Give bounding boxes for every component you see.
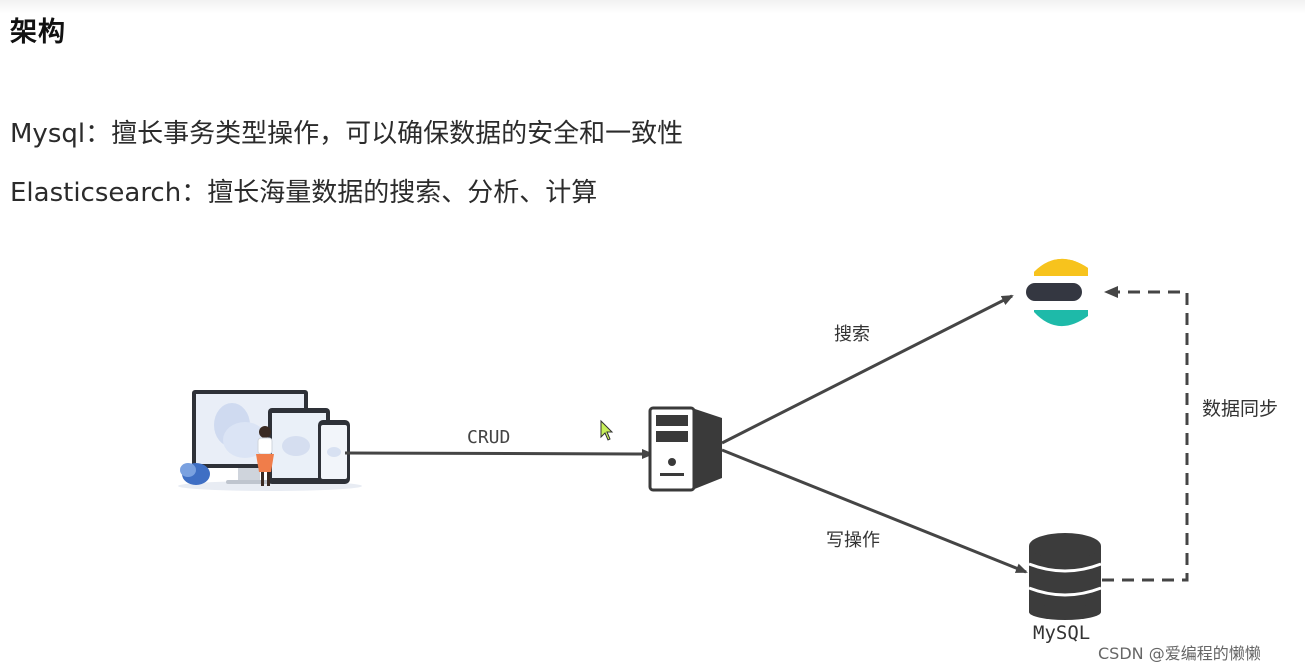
- write-operation-label: 写操作: [826, 530, 880, 551]
- crud-arrow: [344, 448, 654, 459]
- server-icon: [648, 406, 722, 492]
- data-sync-label: 数据同步: [1202, 398, 1279, 420]
- search-label: 搜索: [834, 324, 870, 345]
- person-figure: [256, 426, 274, 486]
- mouse-cursor-icon: [600, 419, 614, 441]
- elasticsearch-logo-icon: [1026, 258, 1088, 327]
- write-arrow: [721, 448, 1028, 574]
- page-title: 架构: [10, 17, 66, 48]
- mysql-description: Mysql：擅长事务类型操作，可以确保数据的安全和一致性: [10, 119, 684, 149]
- data-sync-arrowhead: [1104, 286, 1118, 298]
- client-devices-illustration: [178, 390, 362, 491]
- search-arrow: [721, 294, 1014, 445]
- top-shade: [0, 0, 1305, 14]
- blue-cloud-shape: [180, 463, 210, 485]
- csdn-watermark: CSDN @爱编程的懒懒: [1098, 644, 1261, 663]
- phone-icon: [318, 420, 350, 484]
- mysql-database-icon: [1028, 533, 1102, 620]
- crud-label: CRUD: [467, 427, 511, 448]
- tablet-icon: [268, 408, 330, 484]
- mysql-label: MySQL: [1033, 622, 1091, 644]
- data-sync-connector: [1102, 290, 1189, 582]
- elasticsearch-description: Elasticsearch：擅长海量数据的搜索、分析、计算: [10, 178, 598, 208]
